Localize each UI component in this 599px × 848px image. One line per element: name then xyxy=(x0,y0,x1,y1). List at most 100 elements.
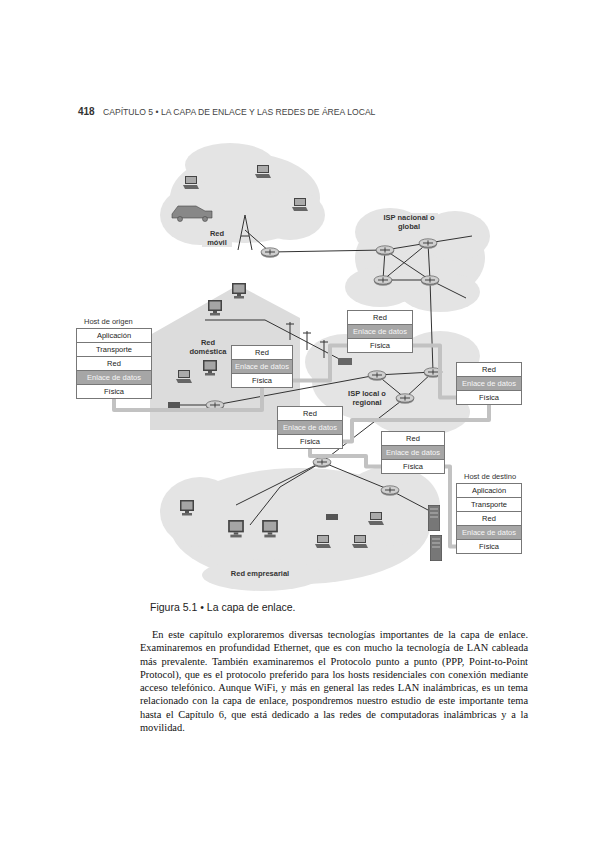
layer-name: Red xyxy=(406,434,420,443)
layer-box: Enlace de datos xyxy=(231,359,293,374)
layer-box: Aplicación xyxy=(456,483,522,498)
hosts-part xyxy=(315,535,331,548)
routers-part xyxy=(396,394,414,404)
layer-name: Enlace de datos xyxy=(235,362,289,371)
layer-box: Red xyxy=(76,356,152,371)
routers-part xyxy=(381,486,399,496)
layer-name: Transporte xyxy=(471,500,507,509)
layer-box: Transporte xyxy=(76,342,152,357)
network-label: Red empresarial xyxy=(224,569,296,578)
hosts-part xyxy=(168,402,180,408)
layer-name: Aplicación xyxy=(472,486,506,495)
routers-part xyxy=(374,276,392,286)
data-path-connector xyxy=(413,346,456,398)
layer-name: Enlace de datos xyxy=(283,423,337,432)
hosts-part xyxy=(176,370,192,383)
stack-heading: Host de origen xyxy=(84,316,133,327)
routers-part xyxy=(261,248,279,258)
routers-part xyxy=(376,246,394,256)
layer-name: Aplicación xyxy=(97,331,131,340)
hosts-part xyxy=(183,176,199,189)
body-paragraph: En este capítulo exploraremos diversas t… xyxy=(140,628,528,734)
cloud-shapes-part xyxy=(255,190,325,240)
layer-box: Aplicación xyxy=(76,328,152,343)
network-label: ISP nacional o global xyxy=(380,213,438,231)
cloud-shapes-part xyxy=(160,477,240,547)
layer-box: Red xyxy=(381,431,445,446)
hosts-part xyxy=(368,512,384,525)
network-links-part xyxy=(430,280,433,372)
layer-name: Red xyxy=(107,359,121,368)
figure-caption: Figura 5.1 • La capa de enlace. xyxy=(150,601,530,613)
hosts-part xyxy=(232,283,246,299)
layer-box: Física xyxy=(231,373,293,388)
network-label: ISP local o regional xyxy=(344,389,390,407)
hosts-part xyxy=(338,358,352,365)
cloud-shapes-part xyxy=(202,559,322,591)
layer-box: Física xyxy=(76,384,152,399)
data-path-connector xyxy=(445,467,456,547)
layer-box: Red xyxy=(231,345,293,360)
routers-part xyxy=(313,458,331,468)
layer-name: Física xyxy=(252,376,272,385)
layer-name: Física xyxy=(479,393,499,402)
hosts-part xyxy=(203,360,217,376)
data-path-connector xyxy=(310,449,381,467)
cloud-shapes xyxy=(160,143,490,591)
layer-box: Red xyxy=(347,310,413,325)
layer-name: Red xyxy=(255,348,269,357)
hosts xyxy=(168,165,442,561)
layer-box: Enlace de datos xyxy=(277,420,343,435)
hosts-part xyxy=(228,520,244,537)
page-number: 418 xyxy=(78,106,102,118)
layer-name: Física xyxy=(104,387,124,396)
car-part xyxy=(203,217,208,222)
layer-box: Física xyxy=(277,434,343,449)
network-links xyxy=(175,230,472,525)
protocol-stack: Host de destinoAplicaciónTransporteRedEn… xyxy=(456,471,522,554)
layer-box: Enlace de datos xyxy=(381,445,445,460)
hosts-part xyxy=(180,500,194,516)
hosts-part xyxy=(255,165,271,178)
cloud-shapes-part xyxy=(340,466,440,546)
routers-part xyxy=(421,276,439,286)
hosts-part xyxy=(292,198,308,211)
layer-name: Red xyxy=(373,313,387,322)
layer-name: Red xyxy=(303,409,317,418)
layer-name: Enlace de datos xyxy=(386,448,440,457)
hosts-part xyxy=(326,514,338,520)
cell-tower xyxy=(238,215,252,250)
network-links-part xyxy=(270,236,472,298)
layer-name: Enlace de datos xyxy=(87,373,141,382)
running-header: CAPÍTULO 5 • LA CAPA DE ENLACE Y LAS RED… xyxy=(103,107,523,117)
layer-box: Enlace de datos xyxy=(456,525,522,540)
layer-box: Transporte xyxy=(456,497,522,512)
network-label: Red móvil xyxy=(202,229,232,247)
layer-name: Red xyxy=(482,365,496,374)
layer-name: Enlace de datos xyxy=(462,379,516,388)
hosts-part xyxy=(428,505,440,531)
layer-box: Física xyxy=(456,390,522,405)
layer-name: Física xyxy=(300,437,320,446)
hosts-part xyxy=(262,520,278,537)
routers-part xyxy=(368,371,386,381)
layer-name: Red xyxy=(482,514,496,523)
cloud-shapes-part xyxy=(345,267,415,307)
network-label: Red doméstica xyxy=(184,338,232,356)
stack-heading: Host de destino xyxy=(464,471,516,482)
protocol-stack: Host de origenAplicaciónTransporteRedEnl… xyxy=(76,316,152,399)
layer-box: Red xyxy=(456,511,522,526)
layer-name: Transporte xyxy=(96,345,132,354)
layer-box: Enlace de datos xyxy=(456,376,522,391)
cell-tower-part xyxy=(238,215,252,250)
routers-part xyxy=(419,239,437,249)
layer-box: Física xyxy=(381,459,445,474)
data-path-connector xyxy=(293,346,347,381)
layer-box: Física xyxy=(347,338,413,353)
cloud-shapes-part xyxy=(185,143,275,187)
hosts-part xyxy=(208,300,222,316)
layer-box: Enlace de datos xyxy=(76,370,152,385)
car xyxy=(172,206,212,222)
layer-name: Enlace de datos xyxy=(462,528,516,537)
layer-name: Física xyxy=(479,542,499,551)
